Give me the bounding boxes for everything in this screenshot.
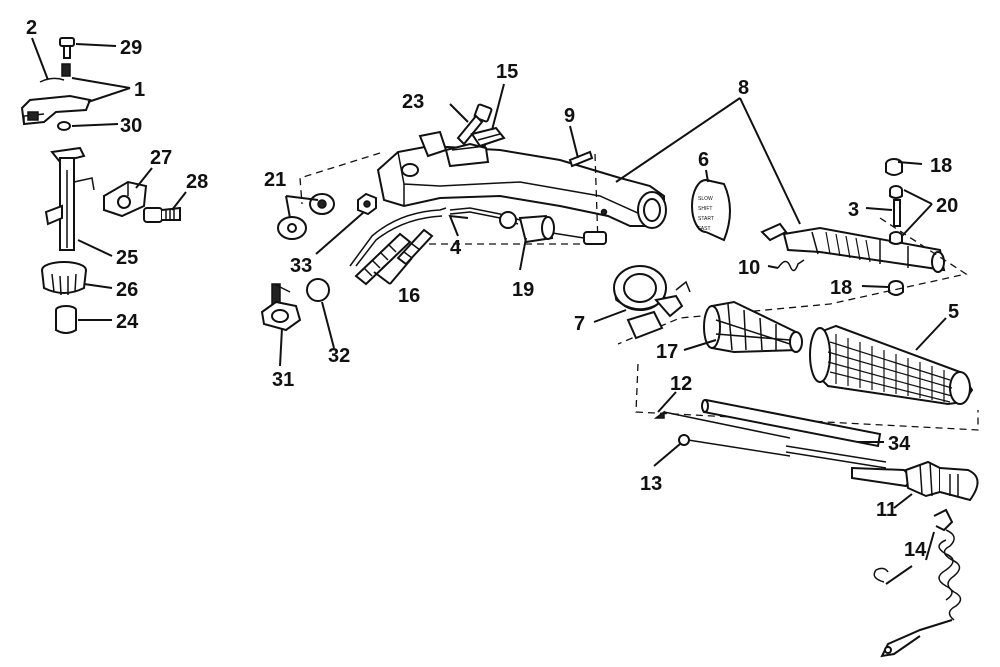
part-12-wire (653, 410, 791, 439)
callout-16: 16 (398, 285, 420, 307)
part-16-sleeves (354, 228, 434, 286)
part-20-plugs (889, 185, 903, 245)
callout-5: 5 (948, 301, 959, 323)
callout-24: 24 (116, 311, 139, 333)
leader-lines (31, 37, 947, 585)
callout-18-top: 18 (930, 155, 952, 177)
callout-30: 30 (120, 115, 142, 137)
throttle-dial-label: SHIFT (698, 206, 712, 212)
callout-27: 27 (150, 147, 172, 169)
callout-31: 31 (272, 369, 294, 391)
part-19-friction-block (499, 211, 555, 244)
part-27-clamp (103, 180, 148, 218)
part-10-spring (777, 259, 805, 272)
callout-1: 1 (134, 79, 145, 101)
callout-29: 29 (120, 37, 142, 59)
part-11-stop-switch (851, 460, 979, 502)
callout-26: 26 (116, 279, 138, 301)
callout-25: 25 (116, 247, 138, 269)
callout-23: 23 (402, 91, 424, 113)
callout-4: 4 (450, 237, 462, 259)
part-3-pin (893, 199, 901, 227)
part-21-washers (277, 193, 335, 240)
callout-3: 3 (848, 199, 859, 221)
part-8-tiller-arm (376, 130, 667, 229)
callout-11: 11 (876, 499, 897, 521)
shift-lever-assembly (20, 37, 181, 334)
callout-14: 14 (904, 539, 927, 561)
callout-2: 2 (26, 17, 37, 39)
part-23-bolt (456, 103, 493, 146)
part-24-bushing (55, 305, 77, 334)
part-29-screw (59, 37, 75, 59)
part-9-pin (568, 150, 594, 168)
part-31-swivel (260, 283, 302, 332)
callout-18-bottom: 18 (830, 277, 852, 299)
callout-20: 20 (936, 195, 958, 217)
callout-21: 21 (264, 169, 286, 191)
dashed-guide (299, 152, 381, 205)
callout-9: 9 (564, 105, 575, 127)
callout-34: 34 (888, 433, 911, 455)
callout-7: 7 (574, 313, 585, 335)
throttle-dial-label: SLOW (698, 196, 713, 202)
callout-28: 28 (186, 171, 208, 193)
part-32-ball (306, 278, 330, 302)
part-34-tube (701, 398, 882, 448)
callout-8: 8 (738, 77, 749, 99)
callout-17: 17 (656, 341, 678, 363)
part-33-nut (357, 192, 377, 216)
callout-19: 19 (512, 279, 534, 301)
callout-12: 12 (670, 373, 692, 395)
callout-labels: 2 29 1 30 27 28 25 26 24 21 33 23 15 9 8… (26, 17, 959, 561)
callout-32: 32 (328, 345, 350, 367)
part-18-plug-top (885, 158, 903, 176)
part-25-shift-shaft (44, 146, 95, 251)
part-15-clip (470, 126, 506, 148)
callout-33: 33 (290, 255, 312, 277)
part-7-friction-knob (613, 265, 691, 340)
part-1-lever (20, 94, 92, 126)
throttle-dial-label: START (698, 216, 714, 222)
part-14-lanyard (873, 508, 962, 658)
callout-6: 6 (698, 149, 709, 171)
callout-15: 15 (496, 61, 518, 83)
part-30-washer (57, 121, 71, 131)
part-26-gear (41, 261, 87, 296)
part-17-grip-sleeve (703, 300, 803, 354)
callout-10: 10 (738, 257, 760, 279)
part-8-throttle-shaft (760, 222, 946, 273)
part-13-wire (678, 434, 887, 469)
part-5-handle-grip (809, 324, 974, 406)
part-6-grip-ring: SLOW SHIFT START FAST (691, 179, 731, 242)
part-28-screw (143, 206, 181, 223)
part-2-spring (39, 63, 71, 83)
throttle-dial-label: FAST (698, 226, 711, 232)
callout-13: 13 (640, 473, 662, 495)
